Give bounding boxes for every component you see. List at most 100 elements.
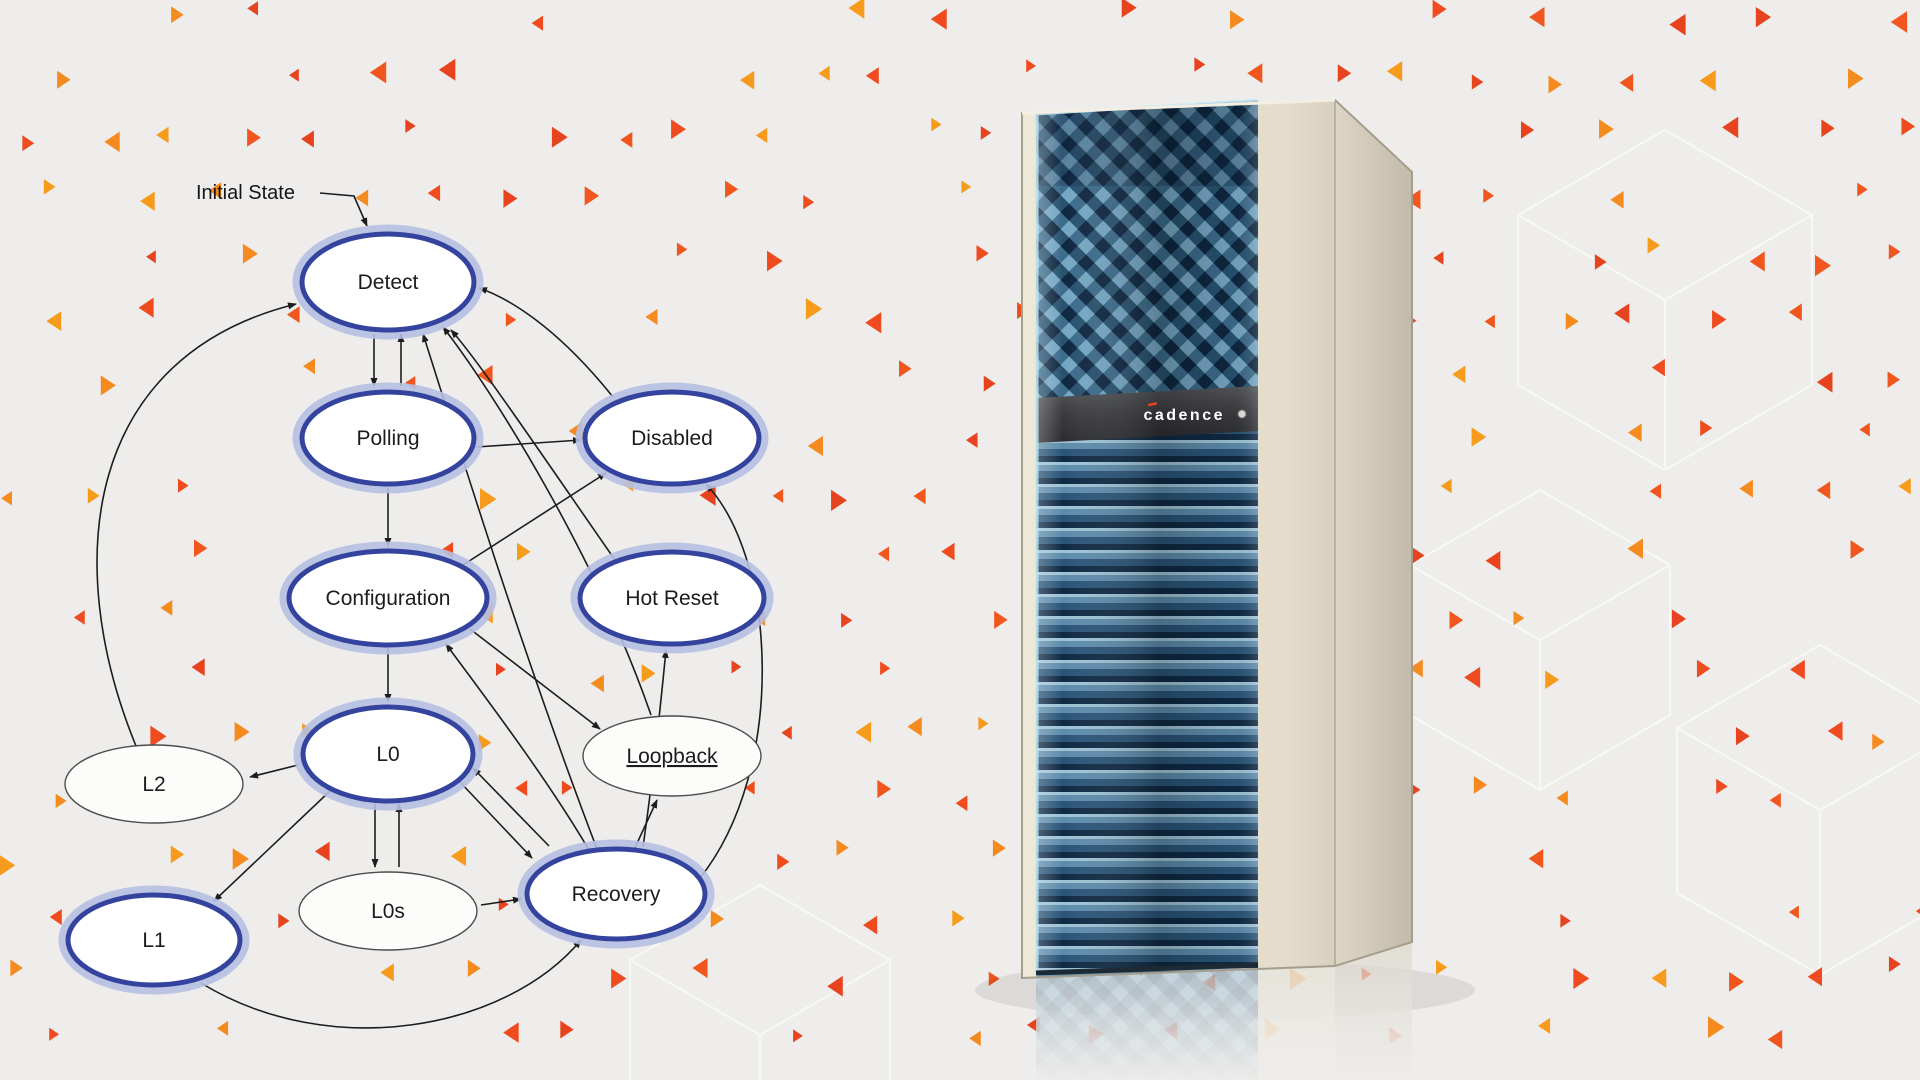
state-node-l1: L1 xyxy=(58,885,250,995)
triangle-decoration xyxy=(551,126,568,148)
triangle-decoration xyxy=(992,839,1006,857)
triangle-decoration xyxy=(855,721,872,743)
triangle-decoration xyxy=(1,491,12,506)
triangle-decoration xyxy=(87,487,100,504)
edge-l0-l2 xyxy=(249,764,299,779)
state-node-loopback: Loopback xyxy=(582,715,762,797)
triangle-decoration xyxy=(725,180,739,198)
triangle-decoration xyxy=(740,70,755,90)
triangle-decoration xyxy=(1485,550,1501,571)
triangle-decoration xyxy=(531,15,544,31)
triangle-decoration xyxy=(1545,670,1560,690)
triangle-decoration xyxy=(863,915,878,935)
triangle-decoration xyxy=(1337,64,1352,83)
svg-text:L0s: L0s xyxy=(371,900,405,923)
triangle-decoration xyxy=(1887,371,1901,388)
triangle-decoration xyxy=(781,725,792,740)
triangle-decoration xyxy=(1749,251,1765,272)
triangle-decoration xyxy=(1528,848,1544,869)
node-halo xyxy=(292,382,484,494)
triangle-decoration xyxy=(355,189,369,207)
triangle-decoration xyxy=(1850,540,1865,559)
triangle-decoration xyxy=(146,250,156,264)
triangle-decoration xyxy=(1735,726,1750,746)
triangle-decoration xyxy=(1386,61,1403,82)
triangle-decoration xyxy=(427,184,441,202)
triangle-decoration xyxy=(1708,1016,1725,1039)
triangle-decoration xyxy=(941,542,955,561)
triangle-decoration xyxy=(100,375,116,396)
triangle-decoration xyxy=(1755,6,1772,28)
triangle-decoration xyxy=(171,6,184,24)
state-node-configuration: Configuration xyxy=(279,541,497,655)
triangle-decoration xyxy=(1888,243,1901,260)
triangle-decoration xyxy=(1560,913,1571,928)
edge-configuration-disabled xyxy=(462,472,607,566)
triangle-decoration xyxy=(561,780,573,795)
triangle-decoration xyxy=(503,189,518,208)
triangle-decoration xyxy=(1440,478,1452,494)
triangle-decoration xyxy=(865,67,879,85)
triangle-decoration xyxy=(43,179,56,195)
triangle-decoration xyxy=(731,660,742,674)
triangle-decoration xyxy=(913,488,926,505)
triangle-decoration xyxy=(805,298,823,320)
triangle-decoration xyxy=(73,610,85,625)
triangle-decoration xyxy=(1436,959,1448,975)
triangle-decoration xyxy=(516,542,531,561)
triangle-decoration xyxy=(1619,73,1634,92)
triangle-decoration xyxy=(907,717,922,737)
triangle-decoration xyxy=(303,358,316,375)
node-halo xyxy=(292,224,484,340)
triangle-decoration xyxy=(560,1020,574,1039)
node-halo xyxy=(58,885,250,995)
edge-loopback-detect xyxy=(442,326,652,716)
triangle-decoration xyxy=(671,119,686,140)
triangle-decoration xyxy=(584,186,600,206)
triangle-decoration xyxy=(1556,790,1568,806)
tower-side-panel xyxy=(1335,100,1412,966)
triangle-decoration xyxy=(286,306,300,324)
triangle-decoration xyxy=(1700,419,1713,437)
edge-initial-detect xyxy=(319,192,368,227)
triangle-decoration xyxy=(1405,189,1421,210)
edge-hot-reset-detect xyxy=(450,329,616,561)
triangle-decoration xyxy=(692,957,708,979)
triangle-decoration xyxy=(1433,251,1444,265)
triangle-decoration xyxy=(450,845,467,867)
triangle-decoration xyxy=(1484,314,1495,329)
triangle-decoration xyxy=(405,119,416,133)
triangle-decoration xyxy=(955,795,968,812)
triangle-decoration xyxy=(104,131,120,153)
triangle-decoration xyxy=(961,180,972,194)
triangle-decoration xyxy=(755,127,768,144)
triangle-decoration xyxy=(645,308,658,325)
triangle-decoration xyxy=(777,853,790,870)
triangle-decoration xyxy=(994,610,1008,629)
triangle-decoration xyxy=(160,600,173,616)
state-node-detect: Detect xyxy=(292,224,484,340)
triangle-decoration xyxy=(1722,116,1739,139)
triangle-decoration xyxy=(170,845,185,864)
triangle-decoration xyxy=(1821,119,1835,138)
triangle-decoration xyxy=(480,488,497,511)
state-node-hot-reset: Hot Reset xyxy=(570,542,774,654)
triangle-decoration xyxy=(1788,303,1802,321)
triangle-decoration xyxy=(1471,427,1487,447)
triangle-decoration xyxy=(803,194,815,210)
edge-disabled-detect xyxy=(478,287,614,398)
triangle-decoration xyxy=(988,971,1000,986)
cube-outline-icon xyxy=(1516,128,1814,472)
triangle-decoration xyxy=(1649,483,1662,499)
triangle-decoration xyxy=(380,963,394,982)
triangle-decoration xyxy=(1026,59,1036,73)
state-node-disabled: Disabled xyxy=(575,382,769,494)
power-led xyxy=(1237,409,1247,419)
triangle-decoration xyxy=(1767,1029,1783,1050)
triangle-decoration xyxy=(611,968,627,989)
edge-l0-recovery xyxy=(458,780,533,859)
triangle-decoration xyxy=(1432,0,1447,19)
triangle-decoration xyxy=(1915,908,1920,914)
triangle-decoration xyxy=(478,734,492,752)
